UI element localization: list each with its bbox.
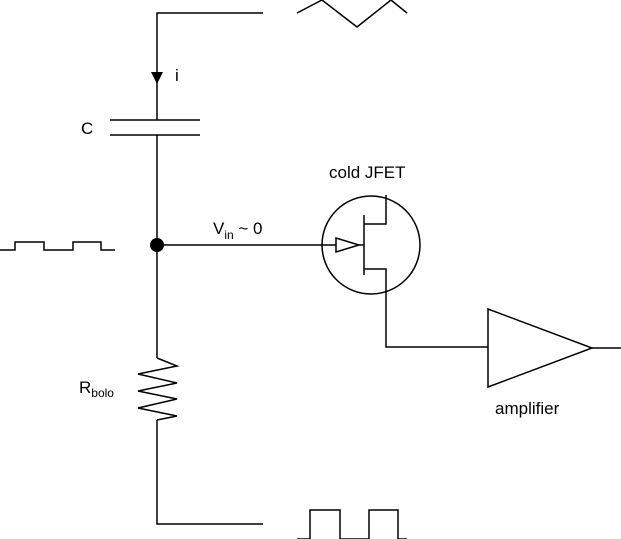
vin-symbol: V: [213, 219, 225, 238]
jfet-drain-lead: [364, 195, 387, 225]
jfet-label: cold JFET: [329, 163, 406, 182]
resistor-symbol: R: [79, 378, 91, 397]
gate-arrow: [335, 236, 362, 254]
vin-subscript: in: [224, 228, 233, 242]
bottom-bias-wire: [156, 420, 263, 525]
resistor-subscript: bolo: [91, 386, 114, 400]
resistor-label: Rbolo: [79, 378, 114, 400]
jfet-envelope-circle: [321, 195, 421, 295]
node-square-waveform: [0, 241, 115, 251]
triangle-waveform: [296, 0, 408, 28]
current-arrow: [151, 72, 163, 84]
vin-value: ~ 0: [234, 219, 263, 238]
bottom-square-waveform: [297, 509, 407, 539]
amplifier-label: amplifier: [495, 399, 560, 418]
vin-label: Vin ~ 0: [213, 219, 263, 242]
capacitor-label: C: [81, 119, 93, 138]
current-label: i: [175, 66, 179, 85]
amplifier-triangle: [487, 307, 595, 389]
jfet-source-lead: [364, 268, 488, 348]
bolometer-resistor: [137, 357, 180, 421]
top-bias-wire: [156, 12, 263, 120]
